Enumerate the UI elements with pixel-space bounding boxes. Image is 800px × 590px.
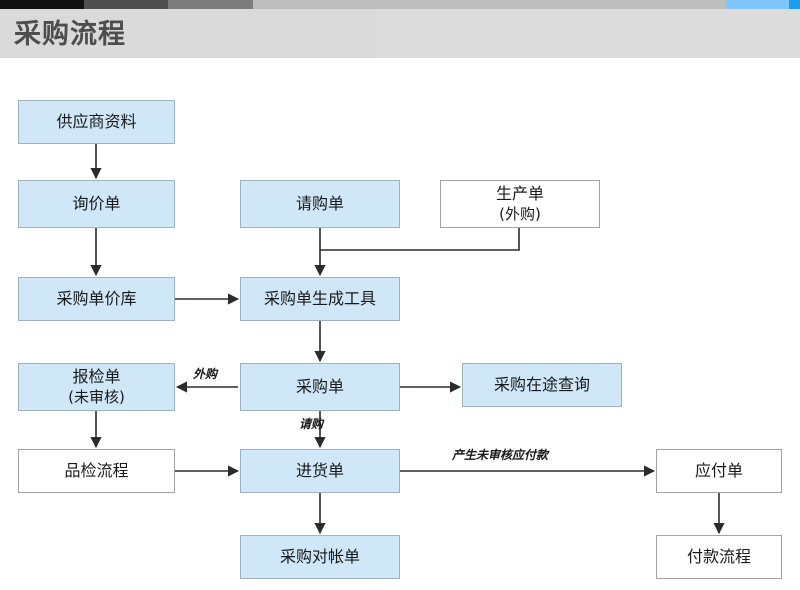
node-sublabel: (外购) — [499, 205, 541, 223]
node-label: 报检单 — [72, 367, 121, 386]
segment-blue — [789, 0, 800, 9]
node-label: 采购单价库 — [56, 289, 137, 308]
node-label: 品检流程 — [64, 461, 129, 480]
node-payable[interactable]: 应付单 — [656, 449, 782, 493]
node-label: 采购对帐单 — [279, 547, 360, 566]
node-pogen[interactable]: 采购单生成工具 — [240, 277, 400, 321]
title-band: 采购流程 — [0, 9, 800, 58]
window-progress-strip — [0, 0, 800, 9]
segment-mid-gray — [168, 0, 253, 9]
node-receipt[interactable]: 进货单 — [240, 449, 400, 493]
node-requisition[interactable]: 请购单 — [240, 180, 400, 228]
node-label: 应付单 — [694, 461, 743, 480]
title-band-right-shade — [376, 9, 800, 58]
node-label: 采购单生成工具 — [263, 289, 376, 308]
node-inspectdoc[interactable]: 报检单 (未审核) — [18, 363, 175, 411]
node-label: 采购在途查询 — [493, 375, 590, 394]
segment-light-gray — [253, 0, 726, 9]
node-reconcile[interactable]: 采购对帐单 — [240, 535, 400, 579]
node-purchase[interactable]: 采购单 — [240, 363, 400, 411]
node-label: 询价单 — [72, 194, 121, 213]
node-sublabel: (未审核) — [68, 388, 125, 406]
flowchart-canvas: 供应商资料询价单 请购单 生产单 (外购) 采购单价库 采购单生成工具报检单 (未审核) 采购… — [0, 58, 800, 590]
node-label: 生产单 — [495, 184, 544, 203]
node-production[interactable]: 生产单 (外购) — [440, 180, 600, 228]
lbl-qinggou: 请购 — [299, 417, 324, 431]
lbl-payable: 产生未审核应付款 — [452, 448, 549, 462]
segment-dark-gray — [84, 0, 168, 9]
edge-production-to-pogen — [320, 228, 520, 251]
node-supplier[interactable]: 供应商资料 — [18, 100, 175, 144]
node-intransit[interactable]: 采购在途查询 — [462, 363, 622, 407]
node-payflow[interactable]: 付款流程 — [656, 535, 782, 579]
node-qcflow[interactable]: 品检流程 — [18, 449, 175, 493]
segment-light-blue — [726, 0, 789, 9]
page-title: 采购流程 — [14, 19, 126, 50]
node-label: 进货单 — [295, 461, 344, 480]
segment-black — [0, 0, 84, 9]
node-label: 付款流程 — [686, 547, 751, 566]
node-label: 采购单 — [295, 377, 344, 396]
node-label: 供应商资料 — [56, 112, 137, 131]
node-pricelib[interactable]: 采购单价库 — [18, 277, 175, 321]
lbl-waigou: 外购 — [193, 367, 218, 381]
node-label: 请购单 — [295, 194, 344, 213]
node-inquiry[interactable]: 询价单 — [18, 180, 175, 228]
